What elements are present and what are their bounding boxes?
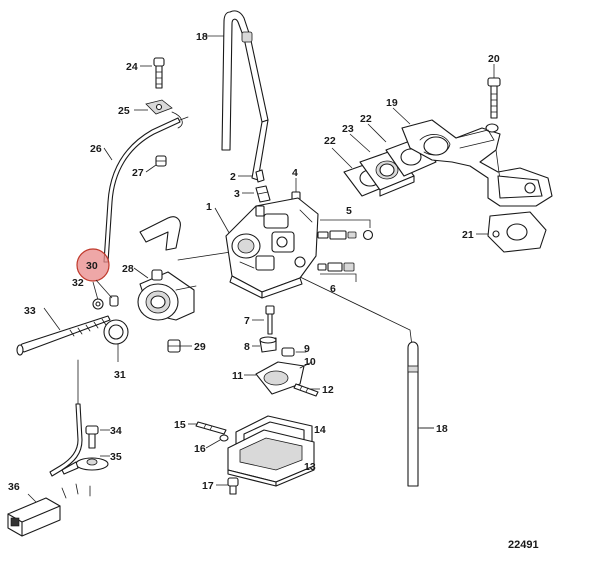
- callout-3: 3: [234, 188, 240, 200]
- part-17-drain-screw: [227, 477, 239, 495]
- part-29-nut: [167, 339, 181, 353]
- part-16-washer: [219, 434, 229, 442]
- callout-32: 32: [72, 277, 84, 289]
- part-36-choke-knob: [7, 483, 91, 537]
- callout-19: 19: [386, 97, 398, 109]
- callout-6: 6: [330, 283, 336, 295]
- part-11-float: [255, 361, 313, 395]
- part-32-washer: [92, 295, 119, 310]
- part-13-float-bowl: [227, 429, 315, 487]
- part-20-bolt: [487, 77, 501, 119]
- callout-12: 12: [322, 384, 334, 396]
- callout-5: 5: [346, 205, 352, 217]
- part-6-pilot-jet: [317, 262, 355, 272]
- part-12-screw: [293, 383, 319, 397]
- callout-20: 20: [488, 53, 500, 65]
- callout-17: 17: [202, 480, 214, 492]
- callout-36: 36: [8, 481, 20, 493]
- callout-22-right: 22: [360, 113, 372, 125]
- part-5-main-jet: [317, 229, 374, 241]
- part-34-screw: [85, 425, 99, 449]
- callout-23: 23: [342, 123, 354, 135]
- highlight-callout-30[interactable]: [76, 248, 113, 299]
- part-15-screw: [195, 421, 227, 435]
- part-28-choke-housing: [137, 269, 197, 321]
- callout-15: 15: [174, 419, 186, 431]
- callout-29: 29: [194, 341, 206, 353]
- callout-31: 31: [114, 369, 126, 381]
- part-19-intake-manifold: [401, 119, 553, 207]
- part-21-gasket: [487, 211, 547, 253]
- highlight-circle: [76, 248, 110, 282]
- part-18-fuel-line-upper: [221, 10, 269, 181]
- callout-30: 30: [86, 260, 98, 272]
- throttle-cable-lower: [49, 359, 83, 477]
- callout-9: 9: [304, 343, 310, 355]
- part-31-o-ring: [103, 319, 129, 345]
- callout-13: 13: [304, 461, 316, 473]
- callout-7: 7: [244, 315, 250, 327]
- callout-14: 14: [314, 424, 326, 436]
- callout-34: 34: [110, 425, 122, 437]
- callout-10: 10: [304, 356, 316, 368]
- callout-1: 1: [206, 201, 212, 213]
- part-27-nut: [155, 155, 167, 167]
- part-25-bracket: [145, 99, 183, 129]
- part-26-choke-cable: [103, 116, 189, 263]
- part-1-carburetor-body: [225, 197, 319, 299]
- part-8-nozzle: [259, 336, 277, 353]
- part-33-long-screw: [16, 315, 111, 356]
- callout-labels: 18 24 25 26 27 2 3 4 1 5 6 22 23 22 19 2…: [8, 31, 500, 493]
- callout-27: 27: [132, 167, 144, 179]
- callout-4: 4: [292, 167, 298, 179]
- callout-28: 28: [122, 263, 134, 275]
- callout-18-top: 18: [196, 31, 208, 43]
- leader-lines: [27, 35, 495, 503]
- callout-21: 21: [462, 229, 474, 241]
- callout-22-left: 22: [324, 135, 336, 147]
- part-35-washer-plate: [61, 457, 109, 475]
- callout-24: 24: [126, 61, 138, 73]
- diagram-reference-number: 22491: [508, 539, 539, 551]
- part-7-needle-jet: [265, 305, 275, 335]
- callout-18-bottom: 18: [436, 423, 448, 435]
- callout-11: 11: [232, 370, 243, 382]
- elbow-hose: [139, 216, 181, 251]
- callout-25: 25: [118, 105, 130, 117]
- callout-2: 2: [230, 171, 236, 183]
- callout-35: 35: [110, 451, 122, 463]
- part-18-fuel-line-lower: [407, 341, 434, 487]
- part-9-10-float-pin: [281, 347, 307, 357]
- part-24-screw: [153, 57, 165, 89]
- callout-33: 33: [24, 305, 36, 317]
- callout-8: 8: [244, 341, 250, 353]
- callout-16: 16: [194, 443, 206, 455]
- callout-26: 26: [90, 143, 102, 155]
